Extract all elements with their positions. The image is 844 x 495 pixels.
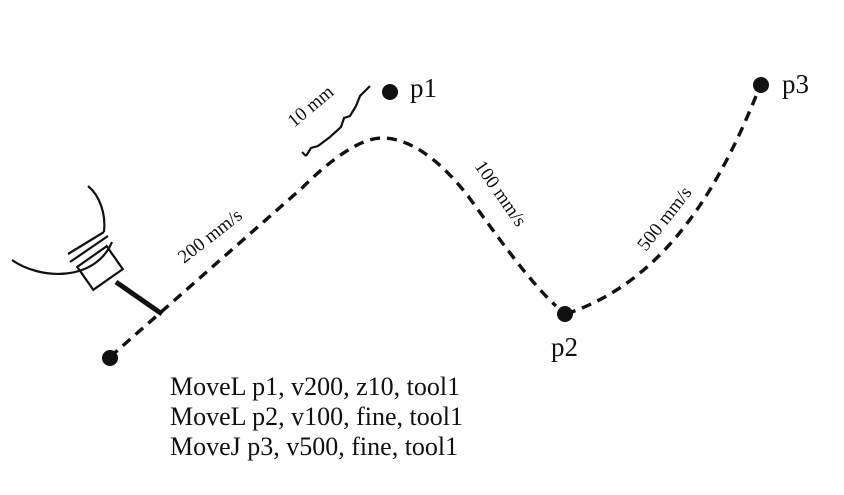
zone-bracket xyxy=(305,85,371,157)
rapid-code-block: MoveL p1, v200, z10, tool1 MoveL p2, v10… xyxy=(170,372,463,462)
speed-label-to-p2: 100 mm/s xyxy=(470,157,530,231)
path-to-p3 xyxy=(565,85,762,316)
path-to-p2 xyxy=(466,195,558,308)
code-line: MoveJ p3, v500, fine, tool1 xyxy=(170,432,459,461)
point-p3 xyxy=(753,77,769,93)
speed-label-to-p1: 200 mm/s xyxy=(174,205,246,268)
path-to-p1 xyxy=(108,136,470,359)
welding-tool-icon xyxy=(11,185,164,317)
zone-label: 10 mm xyxy=(284,81,339,131)
point-p2 xyxy=(557,306,573,322)
label-p3: p3 xyxy=(782,69,809,99)
start-point xyxy=(102,350,118,366)
speed-label-to-p3: 500 mm/s xyxy=(633,183,696,255)
code-line: MoveL p1, v200, z10, tool1 xyxy=(170,372,461,401)
point-p1 xyxy=(382,84,398,100)
code-line: MoveL p2, v100, fine, tool1 xyxy=(170,402,463,431)
label-p2: p2 xyxy=(551,332,578,362)
label-p1: p1 xyxy=(410,73,437,103)
